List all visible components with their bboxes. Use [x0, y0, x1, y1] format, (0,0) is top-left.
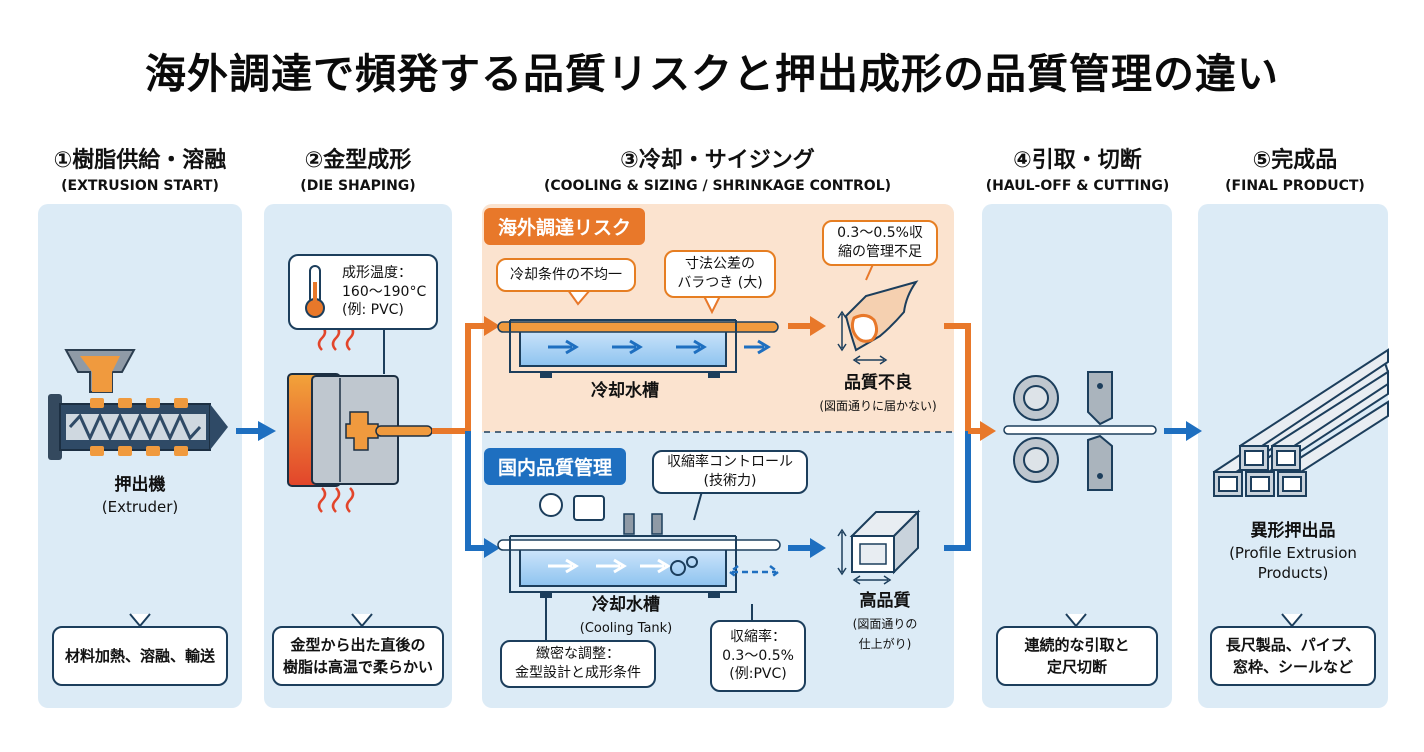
column-heading-4: ④引取・切断(HAUL-OFF & CUTTING)	[985, 148, 1170, 194]
product-note: 長尺製品、パイプ、窓枠、シールなど	[1210, 626, 1376, 686]
overseas-risk-tag: 海外調達リスク	[484, 208, 646, 245]
tolerance-variance-bubble: 寸法公差のバラつき (大)	[664, 250, 776, 298]
split-arrow-domestic	[465, 431, 486, 551]
deformed-profile-icon	[837, 280, 919, 365]
shrinkage-rate-control-bubble: 収縮率コントロール(技術力)	[652, 450, 808, 494]
merge-arrow-domestic	[944, 431, 971, 551]
haul-off-note: 連続的な引取と定尺切断	[996, 626, 1158, 686]
merge-arrow-overseas	[944, 323, 971, 431]
column-heading-1: ①樹脂供給・溶融(EXTRUSION START)	[53, 148, 227, 194]
extruder-note: 材料加熱、溶融、輸送	[52, 626, 228, 686]
die-icon	[287, 325, 433, 513]
overseas-tank-icon	[497, 319, 779, 378]
die-note: 金型から出た直後の樹脂は高温で柔らかい	[272, 626, 444, 686]
extruder-icon	[48, 349, 228, 460]
high-quality-label: 高品質(図面通りの仕上がり)	[852, 591, 918, 652]
thermometer-icon	[305, 265, 325, 318]
column-heading-2: ②金型成形(DIE SHAPING)	[300, 148, 416, 194]
quality-defect-label: 品質不良(図面通りに届かない)	[819, 373, 937, 413]
precise-adjustment-bubble: 緻密な調整：金型設計と成形条件	[500, 640, 656, 688]
domestic-quality-tag: 国内品質管理	[484, 448, 627, 485]
good-profile-icon	[837, 509, 921, 585]
page-title: 海外調達で頻発する品質リスクと押出成形の品質管理の違い	[145, 50, 1279, 98]
haul-off-cutter-icon	[1003, 371, 1157, 491]
shrinkage-control-lack-bubble: 0.3〜0.5%収縮の管理不足	[822, 220, 938, 266]
cooling-uneven-bubble: 冷却条件の不均一	[496, 258, 636, 292]
column-heading-5: ⑤完成品(FINAL PRODUCT)	[1225, 148, 1365, 194]
domestic-tank-label: 冷却水槽(Cooling Tank)	[579, 595, 673, 636]
column-heading-3: ③冷却・サイジング(COOLING & SIZING / SHRINKAGE C…	[543, 148, 892, 194]
domestic-tank-icon	[497, 493, 781, 598]
shrinkage-rate-bubble: 収縮率：0.3〜0.5%(例:PVC)	[710, 620, 806, 692]
split-arrow-overseas	[432, 323, 486, 434]
profile-products-icon	[1212, 348, 1390, 497]
overseas-tank-label: 冷却水槽	[591, 381, 659, 401]
extruder-label: 押出機(Extruder)	[101, 475, 179, 516]
